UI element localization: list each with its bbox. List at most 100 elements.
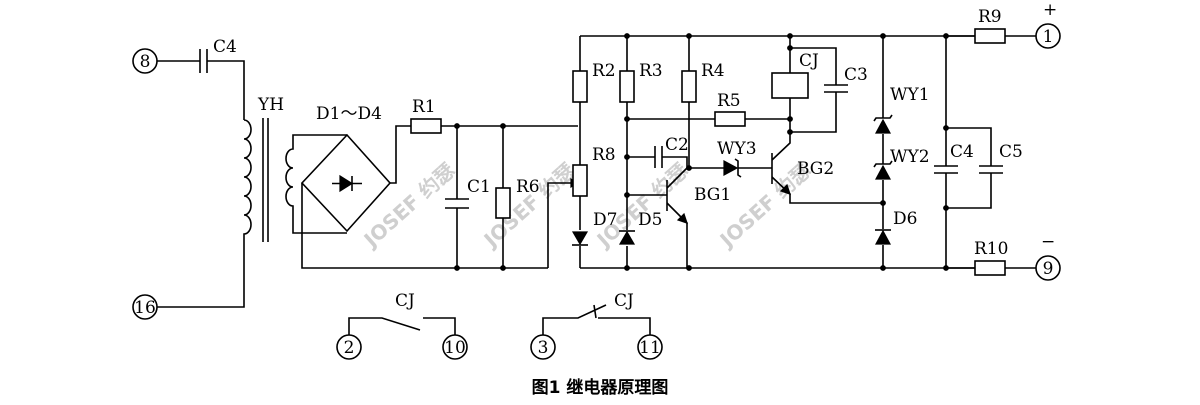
wy3-zener-bar [734, 158, 742, 178]
transformer-primary-coil [157, 119, 252, 308]
figure-caption: 图1 继电器原理图 [532, 377, 669, 398]
d6-diode [874, 229, 892, 245]
bg1-emitter-arrow [676, 212, 688, 224]
r10-label: R10 [974, 239, 1008, 259]
bridge-minus-wire [301, 183, 548, 269]
r8-resistor [572, 164, 588, 197]
r1-label: R1 [412, 97, 436, 117]
input-wire-top [157, 60, 245, 120]
c3-label: C3 [844, 65, 868, 85]
yh-label: YH [257, 95, 284, 115]
main-circuit: R2 R8 D7 R3 D5 C2 BG1 R4 R5 [571, 0, 1061, 281]
cj-coil-label: CJ [799, 51, 819, 71]
junction-dot [624, 33, 630, 39]
junction-dot [686, 33, 692, 39]
cj-relay-coil [771, 72, 809, 99]
input-section: 8 16 C4 YH D1～D4 R1 C1 R6 [132, 37, 580, 320]
junction-dot [454, 265, 460, 271]
terminal-11-label: 11 [639, 338, 661, 358]
c1-label: C1 [467, 177, 491, 197]
bg2-label: BG2 [797, 159, 834, 179]
d5-diode [618, 230, 636, 245]
c2-label: C2 [665, 135, 689, 155]
terminal-8-label: 8 [140, 52, 151, 72]
r9-resistor [974, 28, 1006, 44]
junction-dot [880, 33, 886, 39]
terminal-16-label: 16 [134, 298, 156, 318]
junction-dot [943, 33, 949, 39]
relay-contacts: 2 10 CJ 3 11 CJ [336, 291, 663, 360]
junction-dot [686, 165, 692, 171]
junction-dot [943, 205, 949, 211]
junction-dot [624, 192, 630, 198]
terminal-11-circle [637, 334, 663, 360]
r3-resistor [619, 70, 635, 103]
wy2-label: WY2 [890, 147, 930, 167]
d6-label: D6 [893, 209, 917, 229]
junction-dot [943, 265, 949, 271]
bridge-label: D1～D4 [316, 104, 382, 124]
terminal-10-label: 10 [444, 338, 466, 358]
junction-dot [624, 116, 630, 122]
r6-label: R6 [516, 177, 540, 197]
watermark-1: JOSEF 约瑟 [358, 158, 460, 253]
junction-dot [787, 129, 793, 135]
r5-resistor [714, 111, 746, 127]
r3-label: R3 [639, 61, 663, 81]
junction-dot [624, 154, 630, 160]
r2-resistor [572, 70, 588, 103]
r6-resistor [495, 187, 511, 219]
junction-dot [454, 123, 460, 129]
d7-label: D7 [593, 210, 617, 230]
c2-wire [627, 156, 688, 168]
terminal-9-circle [1035, 255, 1061, 281]
junction-dot [880, 200, 886, 206]
terminal-10-circle [442, 334, 468, 360]
terminal-2-label: 2 [344, 338, 355, 358]
r8-label: R8 [592, 145, 616, 165]
bg1-emitter [666, 202, 688, 268]
junction-dot [787, 116, 793, 122]
bridge-plus-wire [390, 125, 411, 184]
bg2-collector [771, 119, 791, 161]
wy2-zener-bar [873, 160, 893, 168]
r4-resistor [681, 70, 697, 103]
cj-no-contact [348, 317, 456, 335]
transformer-secondary-coil [285, 134, 347, 234]
r8-wiper-wire [547, 182, 571, 268]
plus-sign: + [1043, 0, 1057, 20]
junction-dot [787, 45, 793, 51]
terminal-1-label: 1 [1043, 27, 1054, 47]
junction-dot [500, 123, 506, 129]
d5-label: D5 [638, 210, 662, 230]
c4-label: C4 [950, 142, 974, 162]
bg1-collector [666, 167, 688, 189]
wy3-zener [723, 159, 739, 177]
wy2-zener [874, 164, 892, 180]
junction-dot [943, 125, 949, 131]
bg2-emitter [771, 176, 883, 204]
wy1-zener-bar [873, 114, 893, 122]
cj-nc-label: CJ [614, 291, 634, 311]
wy3-label: WY3 [717, 139, 757, 159]
r2-label: R2 [592, 61, 616, 81]
r9-label: R9 [978, 7, 1002, 27]
r5-label: R5 [717, 91, 741, 111]
junction-dot [500, 265, 506, 271]
bg2-emitter-arrow [779, 183, 791, 195]
junction-dot [686, 265, 692, 271]
minus-sign: − [1041, 232, 1055, 252]
watermark-3: JOSEF 约瑟 [591, 158, 693, 253]
terminal-3-label: 3 [538, 338, 549, 358]
wy1-zener [874, 118, 892, 134]
junction-dot [787, 33, 793, 39]
c5-label: C5 [999, 142, 1023, 162]
c4-input-label: C4 [213, 37, 237, 57]
bg1-label: BG1 [694, 185, 731, 205]
terminal-1-circle [1035, 23, 1061, 49]
r1-resistor [410, 118, 442, 134]
cj-nc-contact [542, 304, 651, 335]
wy1-label: WY1 [890, 85, 930, 105]
junction-dots [454, 33, 949, 271]
